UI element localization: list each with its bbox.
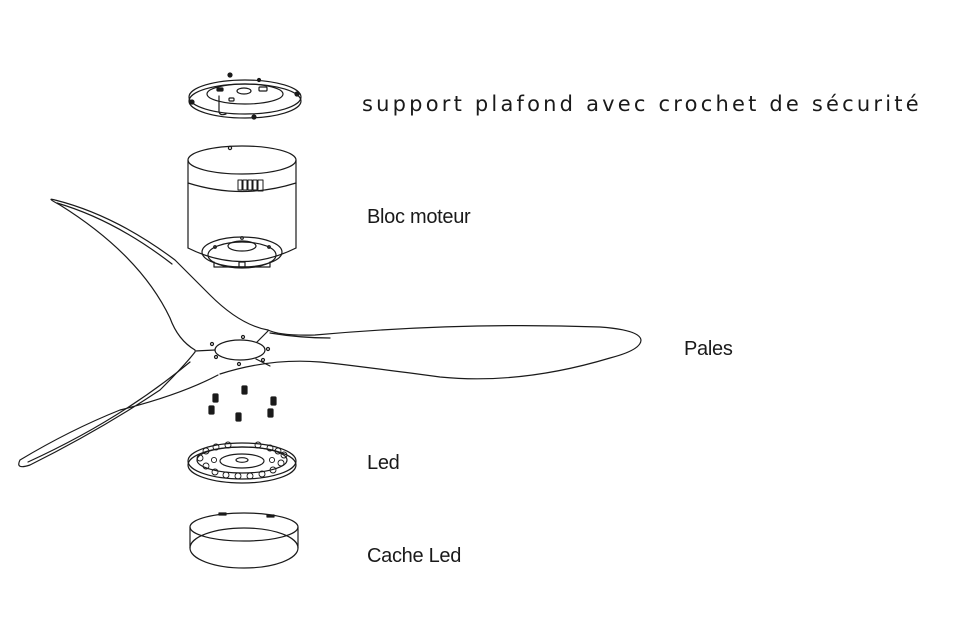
label-ceiling-bracket: support plafond avec crochet de sécurité [362, 92, 922, 116]
led-cover-drawing [189, 512, 299, 569]
label-led: Led [367, 452, 400, 474]
ceiling-bracket-drawing [188, 72, 302, 120]
motor-block-drawing [187, 145, 297, 269]
blades-drawing [18, 198, 642, 468]
label-motor-block: Bloc moteur [367, 206, 471, 228]
label-led-cover: Cache Led [367, 545, 462, 567]
led-drawing [187, 441, 297, 484]
label-blades: Pales [684, 338, 733, 360]
screws-drawing [208, 385, 277, 422]
